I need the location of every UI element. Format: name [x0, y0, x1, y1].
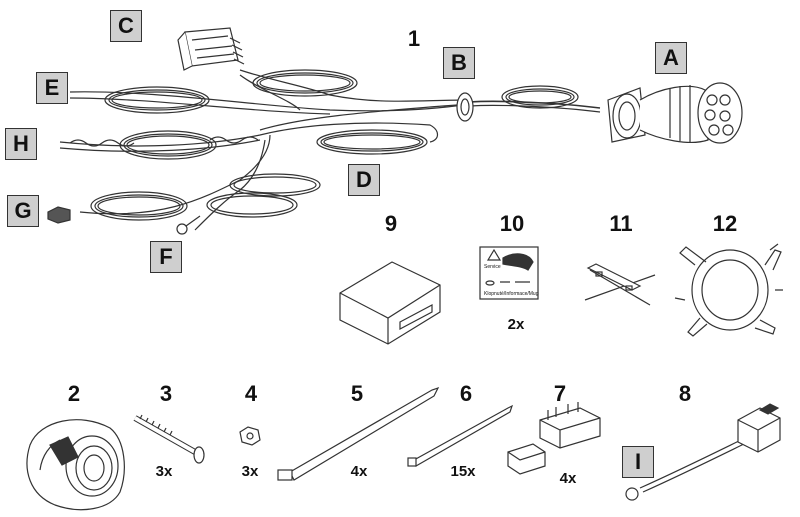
connector-c [177, 27, 245, 71]
warning-card [479, 246, 539, 300]
small-cable-tie [407, 404, 514, 467]
socket-a [607, 82, 743, 144]
number-8: 8 [678, 381, 692, 406]
number-4: 4 [244, 381, 258, 406]
quantity-10: 2x [507, 316, 525, 333]
label-f: F [150, 241, 182, 273]
number-10: 10 [499, 211, 525, 236]
resistor-part [584, 263, 656, 306]
label-a: A [655, 42, 687, 74]
label-b: B [443, 47, 475, 79]
socket-bracket [674, 243, 783, 337]
quantity-6: 15x [450, 463, 476, 480]
harness-wire [239, 69, 471, 102]
control-box [339, 261, 441, 345]
quantity-4: 3x [241, 463, 259, 480]
number-7: 7 [553, 381, 567, 406]
bolt [133, 414, 205, 464]
quantity-5: 4x [350, 463, 368, 480]
socket-cover [26, 419, 125, 511]
label-d: D [348, 164, 380, 196]
wire-clip [507, 402, 601, 475]
number-5: 5 [350, 381, 364, 406]
number-1: 1 [407, 26, 421, 51]
label-e: E [36, 72, 68, 104]
quantity-7: 4x [559, 470, 577, 487]
warning-card-service: Service [484, 264, 501, 270]
large-cable-tie [277, 386, 440, 481]
number-12: 12 [712, 211, 738, 236]
label-c: C [110, 10, 142, 42]
label-g: G [7, 195, 39, 227]
number-9: 9 [384, 211, 398, 236]
number-11: 11 [609, 211, 633, 236]
ground-cable [625, 403, 781, 501]
quantity-3: 3x [155, 463, 173, 480]
warning-card-caption: Klopnuté/Informace/Mug [484, 291, 539, 297]
nut [239, 426, 261, 446]
label-i: I [622, 446, 654, 478]
label-h: H [5, 128, 37, 160]
number-6: 6 [459, 381, 473, 406]
number-3: 3 [159, 381, 173, 406]
number-2: 2 [67, 381, 81, 406]
